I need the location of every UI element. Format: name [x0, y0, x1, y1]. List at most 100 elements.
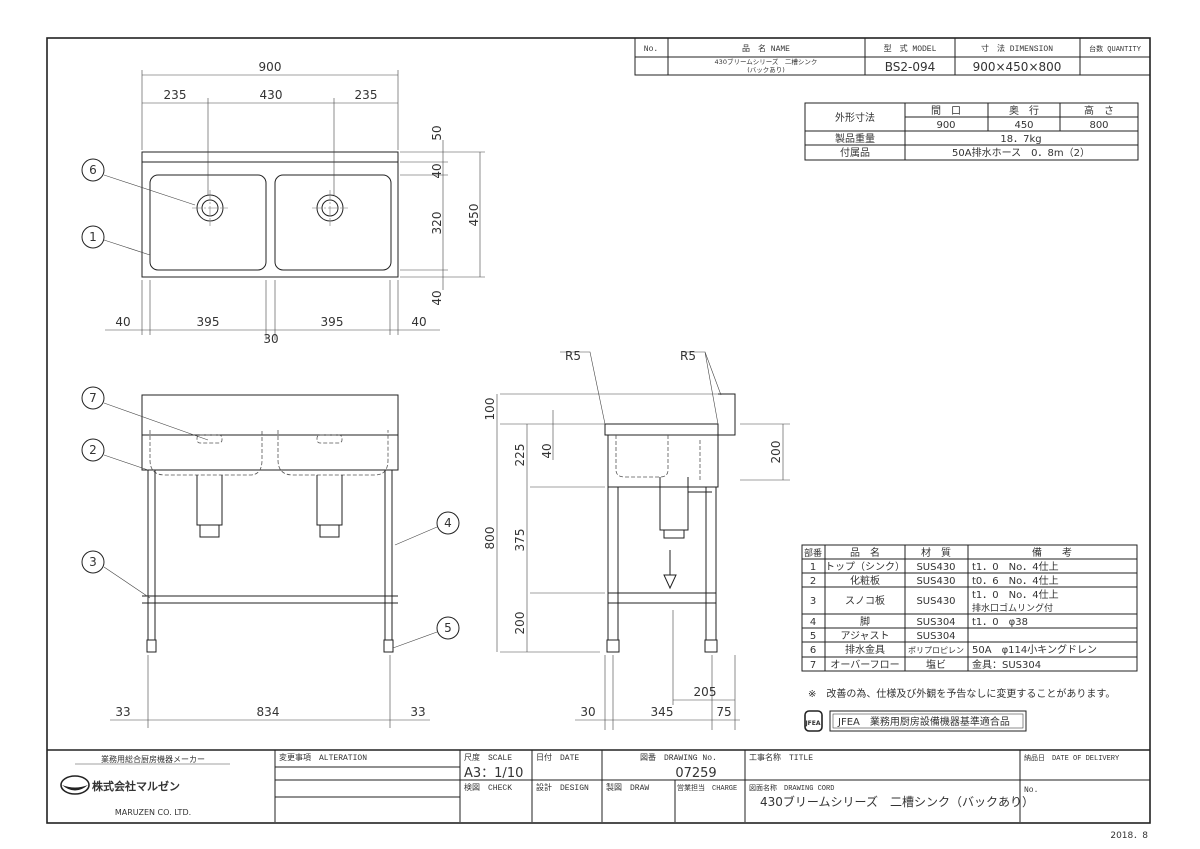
jfea-logo-icon [804, 710, 823, 732]
balloon-4: 4 [444, 516, 452, 530]
dim-33-left: 33 [115, 705, 130, 719]
spec-depth: 450 [1014, 120, 1033, 131]
maker-caption: 業務用総合厨房機器メーカー [101, 754, 205, 764]
drawing-no-label: 図番 DRAWING No. [640, 752, 717, 763]
table-cell: 塩ビ [926, 658, 946, 671]
drawing-no: 07259 [675, 766, 716, 781]
table-row: 1 トップ（シンク） SUS430 t1．0 No．4仕上 [810, 560, 1059, 573]
company-name-en: MARUZEN CO. LTD. [115, 808, 191, 817]
balloon-7: 7 [89, 391, 97, 405]
spec-height: 800 [1089, 120, 1108, 131]
dim-450: 450 [467, 204, 481, 227]
table-cell: 排水口ゴムリング付 [972, 602, 1053, 614]
table-cell: 1 [810, 562, 816, 573]
draw-label: 製図 DRAW [606, 782, 649, 793]
dim-50: 50 [430, 125, 444, 140]
table-cell: t1．0 φ38 [972, 617, 1028, 628]
header-model: 型 式 MODEL [884, 43, 937, 54]
table-row: 7 オーバーフロー 塩ビ 金具：SUS304 [810, 658, 1041, 671]
dim-834: 834 [257, 705, 280, 719]
front-view: 33 834 33 [110, 394, 430, 728]
header-name: 品 名 NAME [742, 43, 790, 54]
check-label: 検図 CHECK [464, 782, 512, 793]
charge-label: 営業担当 CHARGE [677, 783, 737, 793]
spec-weight: 18．7kg [1000, 134, 1041, 145]
dim-800: 800 [483, 527, 497, 550]
table-row: 6 排水金具 ポリプロピレン 50A φ114小キングドレン [810, 643, 1097, 656]
table-cell: 3 [810, 596, 816, 607]
dim-235-right: 235 [355, 88, 378, 102]
header-table: No. 品 名 NAME 型 式 MODEL 寸 法 DIMENSION 台数 … [634, 38, 1150, 76]
spec-weight-label: 製品重量 [835, 132, 875, 145]
table-cell: オーバーフロー [830, 659, 899, 671]
product-dimension: 900×450×800 [973, 60, 1062, 74]
no-label: No. [1024, 786, 1038, 795]
dim-345: 345 [651, 705, 674, 719]
parts-header-note: 備 考 [1032, 546, 1072, 559]
table-row: 5 アジャスト SUS304 [810, 631, 956, 642]
scale-value: A3：1/10 [464, 766, 523, 781]
title-block: 業務用総合厨房機器メーカー 株式会社マルゼン MARUZEN CO. LTD. … [47, 749, 1150, 822]
parts-header-name: 品 名 [850, 546, 880, 559]
table-row: 3 スノコ板 SUS430 t1．0 No．4仕上 排水口ゴムリング付 [810, 588, 1059, 614]
header-no: No. [644, 45, 658, 54]
dim-40-bottom: 40 [430, 290, 444, 305]
dim-40-left: 40 [115, 315, 130, 329]
scale-label: 尺度 SCALE [464, 752, 512, 763]
dim-430: 430 [260, 88, 283, 102]
table-cell: ポリプロピレン [908, 646, 964, 655]
drawing-name: 430ブリームシリーズ 二槽シンク（バックあり） [760, 794, 1034, 809]
balloon-3: 3 [89, 555, 97, 569]
table-cell: SUS430 [916, 576, 955, 587]
top-view: 900 235 430 235 50 40 320 40 450 40 395 … [105, 60, 485, 346]
table-cell: トップ（シンク） [825, 561, 905, 573]
dim-200-bottom: 200 [513, 612, 527, 635]
spec-outer-label: 外形寸法 [835, 111, 875, 124]
header-quantity: 台数 QUANTITY [1089, 44, 1142, 54]
table-cell: 5 [810, 631, 816, 642]
table-cell: 7 [810, 660, 816, 671]
table-row: 2 化粧板 SUS430 t0．6 No．4仕上 [810, 574, 1059, 587]
table-cell: アジャスト [840, 631, 889, 642]
company-name: 株式会社マルゼン [92, 779, 180, 793]
side-view: R5 R5 100 800 225 40 375 200 200 205 30 … [483, 349, 790, 730]
table-cell: 2 [810, 576, 816, 587]
design-label: 設計 DESIGN [536, 782, 589, 793]
table-cell: t0．6 No．4仕上 [972, 574, 1059, 587]
jfea-logo-text: JFEA [804, 720, 820, 727]
spec-accessory-label: 付属品 [840, 146, 870, 159]
table-cell: 4 [810, 617, 816, 628]
table-cell: 6 [810, 645, 816, 656]
drawing-frame [46, 37, 1151, 824]
dim-375: 375 [513, 529, 527, 552]
spec-width: 900 [936, 120, 955, 131]
header-dimension: 寸 法 DIMENSION [981, 43, 1053, 54]
dim-r5-back: R5 [680, 349, 696, 363]
table-cell: t1．0 No．4仕上 [972, 560, 1059, 573]
dim-40-right: 40 [411, 315, 426, 329]
product-model: BS2-094 [885, 60, 936, 74]
spec-depth-label: 奥 行 [1009, 104, 1039, 117]
part-balloons: 6 1 7 2 3 4 5 [81, 158, 460, 649]
jfea-label: JFEA 業務用厨房設備機器基準適合品 [837, 715, 1010, 728]
product-name-sub: (バックあり) [747, 66, 785, 74]
delivery-label: 納品日 DATE OF DELIVERY [1024, 753, 1120, 763]
dim-75: 75 [716, 705, 731, 719]
table-cell: SUS304 [916, 631, 955, 642]
dim-40-side: 40 [540, 443, 554, 458]
dim-33-right: 33 [410, 705, 425, 719]
drawing-cord-label: 図面名称 DRAWING CORD [749, 783, 834, 793]
table-cell: SUS430 [916, 596, 955, 607]
date-label: 日付 DATE [536, 752, 579, 763]
parts-header-material: 材 質 [921, 546, 951, 559]
issue-date: 2018．8 [1110, 831, 1148, 841]
table-cell: SUS430 [916, 562, 955, 573]
table-cell: 化粧板 [850, 574, 880, 587]
balloon-2: 2 [89, 443, 97, 457]
spec-height-label: 高 さ [1084, 104, 1114, 117]
table-cell: 金具：SUS304 [972, 658, 1041, 671]
dim-100: 100 [483, 398, 497, 421]
dim-width-900: 900 [259, 60, 282, 74]
table-cell: SUS304 [916, 617, 955, 628]
